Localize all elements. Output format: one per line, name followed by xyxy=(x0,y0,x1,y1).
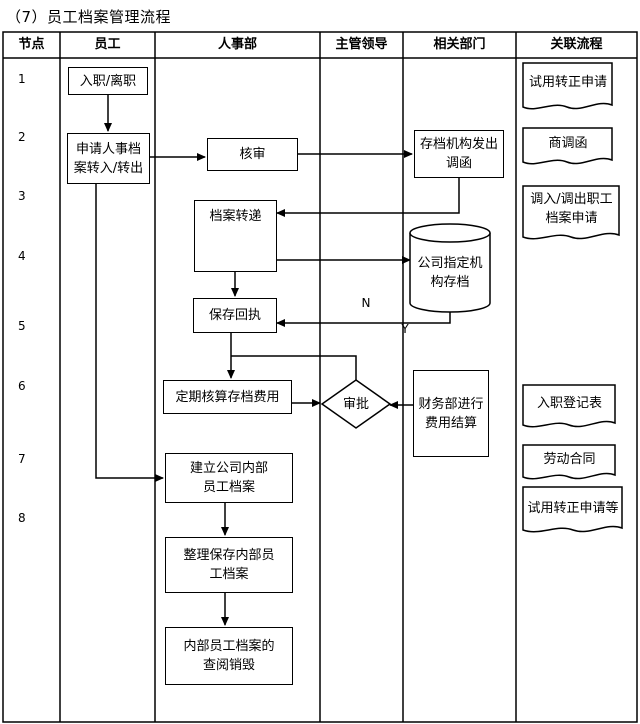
step-consult-destroy: 内部员工档案的查阅销毁 xyxy=(165,627,293,685)
related-probation-application: 试用转正申请 xyxy=(528,74,607,90)
header-related-process: 关联流程 xyxy=(550,37,603,52)
step-entry-exit: 入职/离职 xyxy=(68,67,148,95)
step-company-archive: 公司指定机构存档 xyxy=(417,256,483,290)
node-number: 3 xyxy=(18,189,26,203)
header-hr-dept: 人事部 xyxy=(217,37,257,52)
related-labor-contract: 劳动合同 xyxy=(543,451,596,467)
related-probation-application-etc: 试用转正申请等 xyxy=(527,500,619,516)
label-yes: Y xyxy=(401,322,409,336)
node-number: 6 xyxy=(18,379,26,393)
step-apply-file-transfer: 申请人事档案转入/转出 xyxy=(67,133,150,184)
step-calc-fee: 定期核算存档费用 xyxy=(163,380,292,414)
node-number: 8 xyxy=(18,511,26,525)
step-finance-settle: 财务部进行费用结算 xyxy=(413,370,489,457)
diagram-title: （7）员工档案管理流程 xyxy=(6,8,172,26)
node-number: 1 xyxy=(18,72,26,86)
step-keep-receipt: 保存回执 xyxy=(193,298,277,333)
step-archive-letter: 存档机构发出调函 xyxy=(414,130,504,178)
related-entry-form: 入职登记表 xyxy=(536,395,602,411)
node-number: 7 xyxy=(18,452,26,466)
label-no: N xyxy=(361,296,371,310)
header-supervisor: 主管领导 xyxy=(335,37,388,52)
step-organize-file: 整理保存内部员工档案 xyxy=(165,537,293,593)
related-transfer-letter: 商调函 xyxy=(548,135,588,151)
step-file-transfer: 档案转递 xyxy=(194,200,277,272)
decision-approve: 审批 xyxy=(342,396,369,412)
step-review: 核审 xyxy=(207,138,298,171)
header-employee: 员工 xyxy=(94,37,121,52)
header-related-dept: 相关部门 xyxy=(433,37,486,52)
node-number: 2 xyxy=(18,130,26,144)
node-number: 5 xyxy=(18,319,26,333)
step-build-file: 建立公司内部员工档案 xyxy=(165,453,293,503)
node-number: 4 xyxy=(18,249,26,263)
header-node: 节点 xyxy=(18,37,45,52)
related-file-transfer-application: 调入/调出职工档案申请 xyxy=(530,192,613,226)
